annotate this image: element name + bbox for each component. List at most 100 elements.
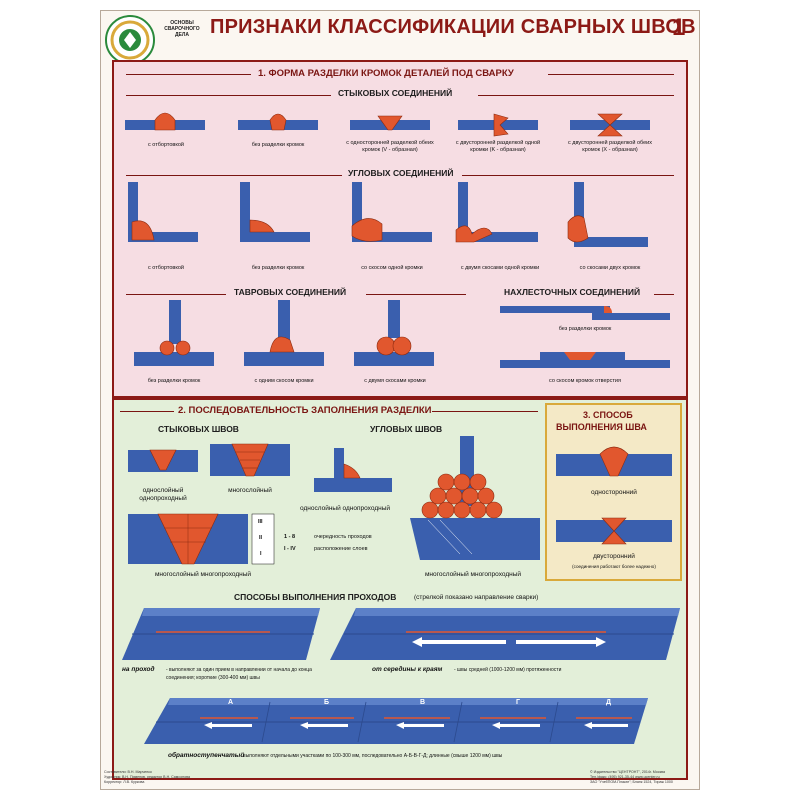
corner-caption-2: без разделки кромок [251, 265, 305, 271]
tee-joint-no-bevel-figure [134, 300, 214, 366]
method3-name: обратноступенчатый [168, 752, 245, 759]
butt-caption-2: без разделки кромок [251, 142, 305, 148]
corner-joint-flanged-figure [128, 182, 198, 242]
method3-text: - выполняют отдельными участками по 100-… [240, 753, 503, 759]
lap-joint-hole-bevel-figure [500, 352, 670, 368]
multilayer-multipass-corner-figure [410, 436, 540, 560]
section-2-title: 2. ПОСЛЕДОВАТЕЛЬНОСТЬ ЗАПОЛНЕНИЯ РАЗДЕЛК… [178, 405, 432, 416]
butt-joint-k-figure [458, 113, 538, 137]
multilayer-multipass-butt-figure [128, 513, 275, 565]
lap-joints-title: НАХЛЕСТОЧНЫХ СОЕДИНЕНИЙ [504, 287, 641, 297]
footer-right-2: Тел./факс: (495) 921-35-44 www.ucenter.r… [590, 775, 660, 779]
corner-multi-label: многослойный многопроходный [424, 571, 522, 578]
logo-text: ОСНОВЫ СВАРОЧНОГО ДЕЛА [164, 20, 200, 38]
tee-joints-title: ТАВРОВЫХ СОЕДИНЕНИЙ [234, 287, 347, 297]
corner-joint-no-bevel-figure [240, 182, 310, 242]
footer-left-1: Составители: В.Н. Марченко [104, 770, 152, 774]
butt-joint-v-figure [350, 115, 430, 131]
corner-caption-1: с отбортовкой [148, 265, 184, 271]
lap-caption-1: без разделки кромок [558, 326, 612, 332]
two-side-weld-figure [556, 517, 672, 545]
passes-title: СПОСОБЫ ВЫПОЛНЕНИЯ ПРОХОДОВ [234, 592, 397, 602]
butt-caption-4: с двусторонней разделкой одной кромки (K… [455, 140, 541, 153]
lap-joint-no-bevel-figure [500, 306, 670, 320]
method2-text: - швы средней (1000-1200 мм) протяженнос… [454, 667, 562, 673]
multilayer-butt-figure [210, 443, 290, 477]
butt-joint-flanged-figure [125, 112, 205, 131]
divider [120, 411, 174, 412]
section-3-panel [545, 403, 682, 581]
divider [366, 294, 466, 295]
tee-caption-1: без разделки кромок [147, 378, 201, 384]
corner-joint-both-bevel-figure [567, 182, 648, 247]
tee-joint-double-bevel-figure [354, 300, 434, 366]
butt-caption-3: с односторонней разделкой обеих кромок (… [346, 140, 434, 153]
passes-note: (стрелкой показано направление сварки) [414, 594, 539, 601]
method-middle-figure [330, 608, 680, 660]
one-side-label: односторонний [591, 489, 637, 496]
step-b: Б [324, 699, 330, 706]
divider [654, 294, 674, 295]
divider [548, 74, 674, 75]
page-title: ПРИЗНАКИ КЛАССИФИКАЦИИ СВАРНЫХ ШВОВ [210, 16, 696, 38]
divider [478, 95, 674, 96]
legend-key-2: I - IV [284, 546, 296, 552]
step-v: В [420, 699, 426, 706]
corner-caption-3: со скосом одной кромки [361, 265, 423, 271]
butt-joints-title: СТЫКОВЫХ СОЕДИНЕНИЙ [338, 88, 453, 98]
logo-icon [105, 15, 155, 65]
divider [126, 175, 342, 176]
legend-text-2: расположение слоев [314, 546, 368, 552]
footer-left-2: Художник: В.Н. Пименов, редактор В.Н. Са… [104, 775, 190, 779]
section-1-title: 1. ФОРМА РАЗДЕЛКИ КРОМОК ДЕТАЛЕЙ ПОД СВА… [258, 68, 514, 79]
step-g: Г [516, 699, 520, 706]
footer-left-3: Корректор: Л.В. Куркова [104, 780, 145, 784]
single-pass-butt-figure [128, 449, 198, 472]
step-a: А [228, 699, 234, 706]
corner-joints-title: УГЛОВЫХ СОЕДИНЕНИЙ [348, 168, 454, 178]
one-side-weld-figure [556, 446, 672, 477]
tee-caption-3: с двумя скосами кромки [364, 378, 426, 384]
method-through-figure [122, 608, 320, 660]
section-3-title-line1: 3. СПОСОБ [583, 410, 633, 420]
legend-key-1: 1 - 8 [284, 534, 296, 540]
divider [126, 95, 331, 96]
footer-right-1: © Издательство "ЦЕНТРОНТ", 2014г. Москва [590, 770, 666, 774]
single-pass-corner-figure [314, 448, 392, 492]
divider [126, 74, 251, 75]
step-d: Д [606, 699, 611, 706]
method1-text: - выполняют за один прием в направлении … [166, 667, 312, 681]
two-side-label: двусторонний [593, 553, 635, 560]
method2-name: от середины к краям [372, 666, 443, 673]
divider [432, 411, 538, 412]
tee-joint-single-bevel-figure [244, 300, 324, 366]
divider [462, 175, 674, 176]
legend-text-1: очередность проходов [314, 534, 372, 540]
multilayer-multipass-label: многослойный многопроходный [154, 571, 252, 578]
corner-joint-double-bevel-figure [455, 182, 538, 243]
section-3-title-line2: ВЫПОЛНЕНИЯ ШВА [556, 422, 647, 432]
corner-caption-5: со скосами двух кромок [579, 265, 641, 271]
divider [126, 294, 226, 295]
multilayer-label: многослойный [228, 487, 272, 494]
footer-right-3: ЗАО "УчебПОМ-Плакат"; Бланк 1524, Тираж … [590, 780, 673, 784]
layer-label-1: I [260, 551, 262, 557]
butt-welds-title: СТЫКОВЫХ ШВОВ [158, 424, 239, 434]
layer-label-2: II [259, 535, 263, 541]
single-pass-label: однослойный однопроходный [139, 487, 187, 502]
corner-caption-4: с двумя скосами одной кромки [460, 265, 540, 271]
method1-name: на проход [122, 666, 155, 673]
layer-label-3: III [258, 519, 263, 525]
butt-caption-5: с двусторонней разделкой обеих кромок (X… [567, 140, 652, 153]
tee-caption-2: с одним скосом кромки [254, 378, 314, 384]
butt-caption-1: с отбортовкой [148, 142, 184, 148]
two-side-note: (соединения работают более надежно) [572, 564, 656, 569]
method-backstep-figure [144, 698, 648, 744]
poster-number: 1 [672, 14, 686, 41]
corner-single-pass-label: однослойный однопроходный [300, 505, 391, 512]
butt-joint-no-bevel-figure [238, 113, 318, 131]
butt-joint-x-figure [570, 113, 650, 137]
corner-welds-title: УГЛОВЫХ ШВОВ [370, 424, 443, 434]
corner-joint-single-bevel-figure [351, 182, 432, 242]
lap-caption-2: со скосом кромок отверстия [549, 378, 621, 384]
